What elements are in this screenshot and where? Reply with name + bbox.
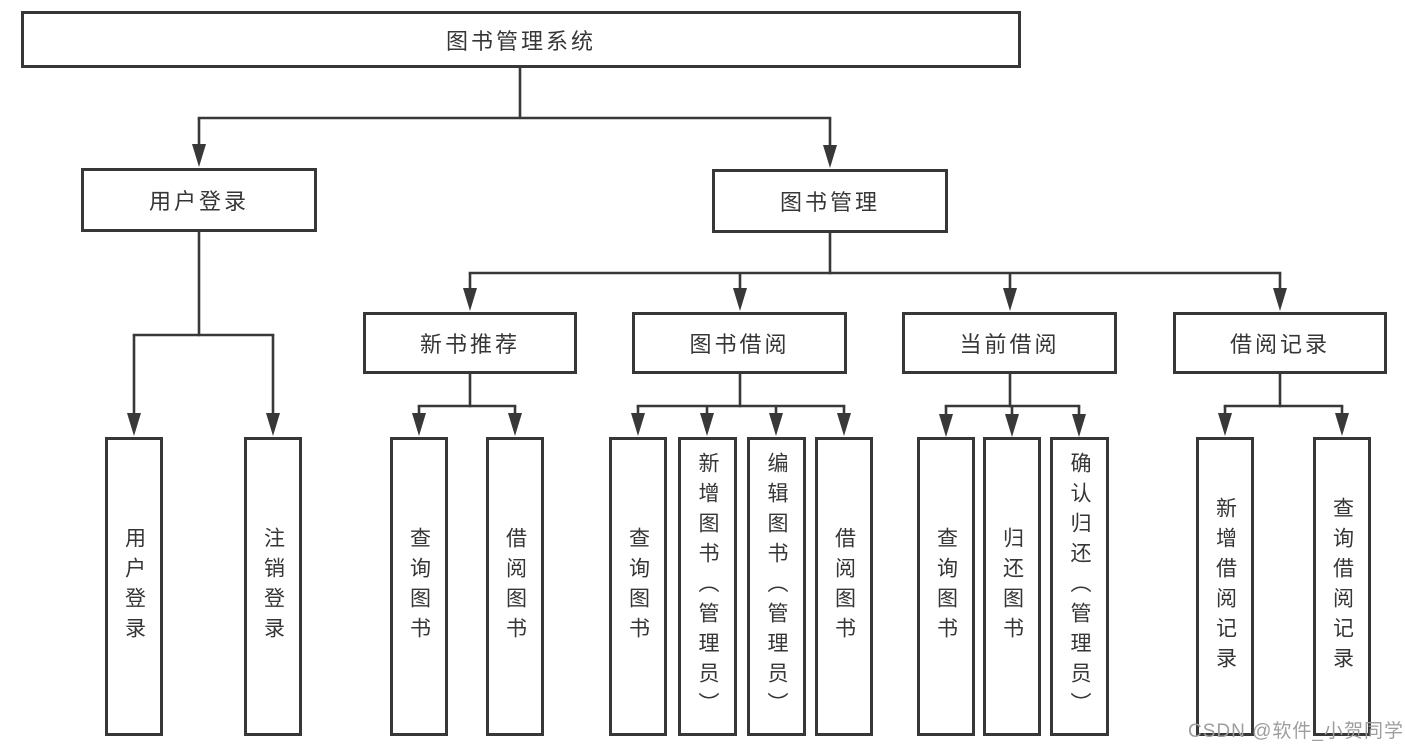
- node-borrow-records: 借阅记录: [1173, 312, 1387, 374]
- leaf-add-books-admin: 新增图书（管理员）: [678, 437, 737, 736]
- node-new-book-recommend: 新书推荐: [363, 312, 577, 374]
- node-label: 图书借阅: [689, 332, 790, 357]
- node-label: 借阅图书: [832, 526, 856, 647]
- node-current-borrow: 当前借阅: [902, 312, 1117, 374]
- node-label: 借阅图书: [503, 526, 527, 647]
- leaf-query-books: 查询图书: [609, 437, 667, 736]
- node-label: 确认归还（管理员）: [1068, 451, 1091, 722]
- node-label: 归还图书: [1000, 526, 1024, 647]
- node-label: 当前借阅: [959, 332, 1060, 357]
- leaf-borrow-books: 借阅图书: [815, 437, 873, 736]
- leaf-return-books: 归还图书: [983, 437, 1041, 736]
- leaf-logout: 注销登录: [244, 437, 302, 736]
- node-label: 新增借阅记录: [1213, 496, 1237, 677]
- node-root: 图书管理系统: [21, 11, 1021, 68]
- leaf-add-borrow-record: 新增借阅记录: [1196, 437, 1254, 736]
- node-label: 注销登录: [261, 526, 285, 647]
- node-label: 查询借阅记录: [1330, 496, 1354, 677]
- leaf-confirm-return-admin: 确认归还（管理员）: [1050, 437, 1109, 736]
- leaf-borrow-books: 借阅图书: [486, 437, 544, 736]
- node-label: 用户登录: [148, 189, 249, 214]
- node-user-login: 用户登录: [81, 168, 317, 232]
- leaf-query-books: 查询图书: [917, 437, 975, 736]
- node-label: 新增图书（管理员）: [696, 451, 719, 722]
- leaf-edit-books-admin: 编辑图书（管理员）: [747, 437, 806, 736]
- node-label: 编辑图书（管理员）: [765, 451, 788, 722]
- leaf-query-books: 查询图书: [390, 437, 448, 736]
- arrow-heads: [127, 144, 1349, 437]
- node-label: 用户登录: [122, 526, 146, 647]
- node-label: 图书管理: [779, 190, 880, 215]
- node-label: 借阅记录: [1229, 332, 1330, 357]
- node-label: 新书推荐: [419, 332, 520, 357]
- node-label: 查询图书: [407, 526, 431, 647]
- node-label: 图书管理系统: [445, 28, 596, 54]
- leaf-query-borrow-record: 查询借阅记录: [1313, 437, 1371, 736]
- node-book-management: 图书管理: [712, 169, 948, 233]
- csdn-watermark: CSDN @软件_小贺同学: [1188, 721, 1404, 742]
- node-book-borrow: 图书借阅: [632, 312, 847, 374]
- node-label: 查询图书: [934, 526, 958, 647]
- node-label: 查询图书: [626, 526, 650, 647]
- leaf-user-login: 用户登录: [105, 437, 163, 736]
